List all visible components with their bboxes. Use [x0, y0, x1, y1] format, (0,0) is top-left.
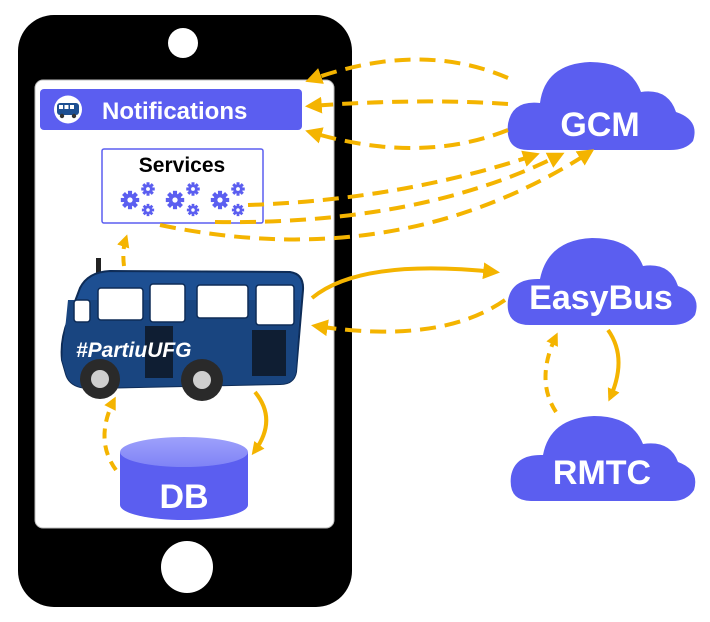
- db-label: DB: [159, 478, 208, 516]
- gear-icon: [165, 190, 185, 210]
- gear-icon: [186, 182, 200, 196]
- gcm-label: GCM: [560, 106, 639, 144]
- gear-icon: [231, 203, 245, 217]
- bus-caption: #PartiuUFG: [76, 339, 192, 362]
- home-button[interactable]: [161, 541, 213, 593]
- gear-icon: [231, 182, 245, 196]
- gear-icon: [210, 190, 230, 210]
- gears-icon: [120, 182, 245, 217]
- gear-icon: [141, 203, 155, 217]
- cloud-rmtc[interactable]: RMTC: [510, 416, 696, 501]
- gear-icon: [120, 190, 140, 210]
- notifications-label: Notifications: [102, 98, 247, 125]
- rmtc-label: RMTC: [553, 454, 651, 492]
- gear-icon: [186, 203, 200, 217]
- bus-icon: [54, 95, 82, 124]
- arrow-bus-to-services: [117, 234, 130, 267]
- arrow-easybus-to-rmtc: [606, 328, 621, 402]
- camera-icon: [168, 28, 198, 58]
- database: DB: [120, 437, 248, 520]
- arrow-db-to-bus: [102, 396, 118, 472]
- arrow-easybus-to-bus: [311, 298, 507, 337]
- arrow-rmtc-to-easybus: [543, 332, 558, 414]
- cloud-gcm[interactable]: GCM: [507, 62, 695, 150]
- services-label: Services: [139, 154, 225, 177]
- gear-icon: [141, 182, 155, 196]
- arrow-services-to-gcm-3: [159, 149, 595, 242]
- easybus-label: EasyBus: [529, 279, 673, 317]
- arrow-gcm-to-notifications-1: [305, 57, 509, 84]
- arrow-services-to-gcm-2: [214, 152, 565, 225]
- arrows: [102, 57, 621, 472]
- arrow-bus-to-db: [251, 390, 269, 456]
- notifications-bar[interactable]: Notifications: [40, 89, 302, 130]
- bus-illustration: #PartiuUFG: [60, 258, 305, 401]
- services-box[interactable]: Services: [101, 148, 264, 224]
- arrow-bus-to-easybus: [310, 262, 501, 300]
- arrow-services-to-gcm-1: [247, 150, 540, 207]
- cloud-easybus[interactable]: EasyBus: [507, 238, 697, 325]
